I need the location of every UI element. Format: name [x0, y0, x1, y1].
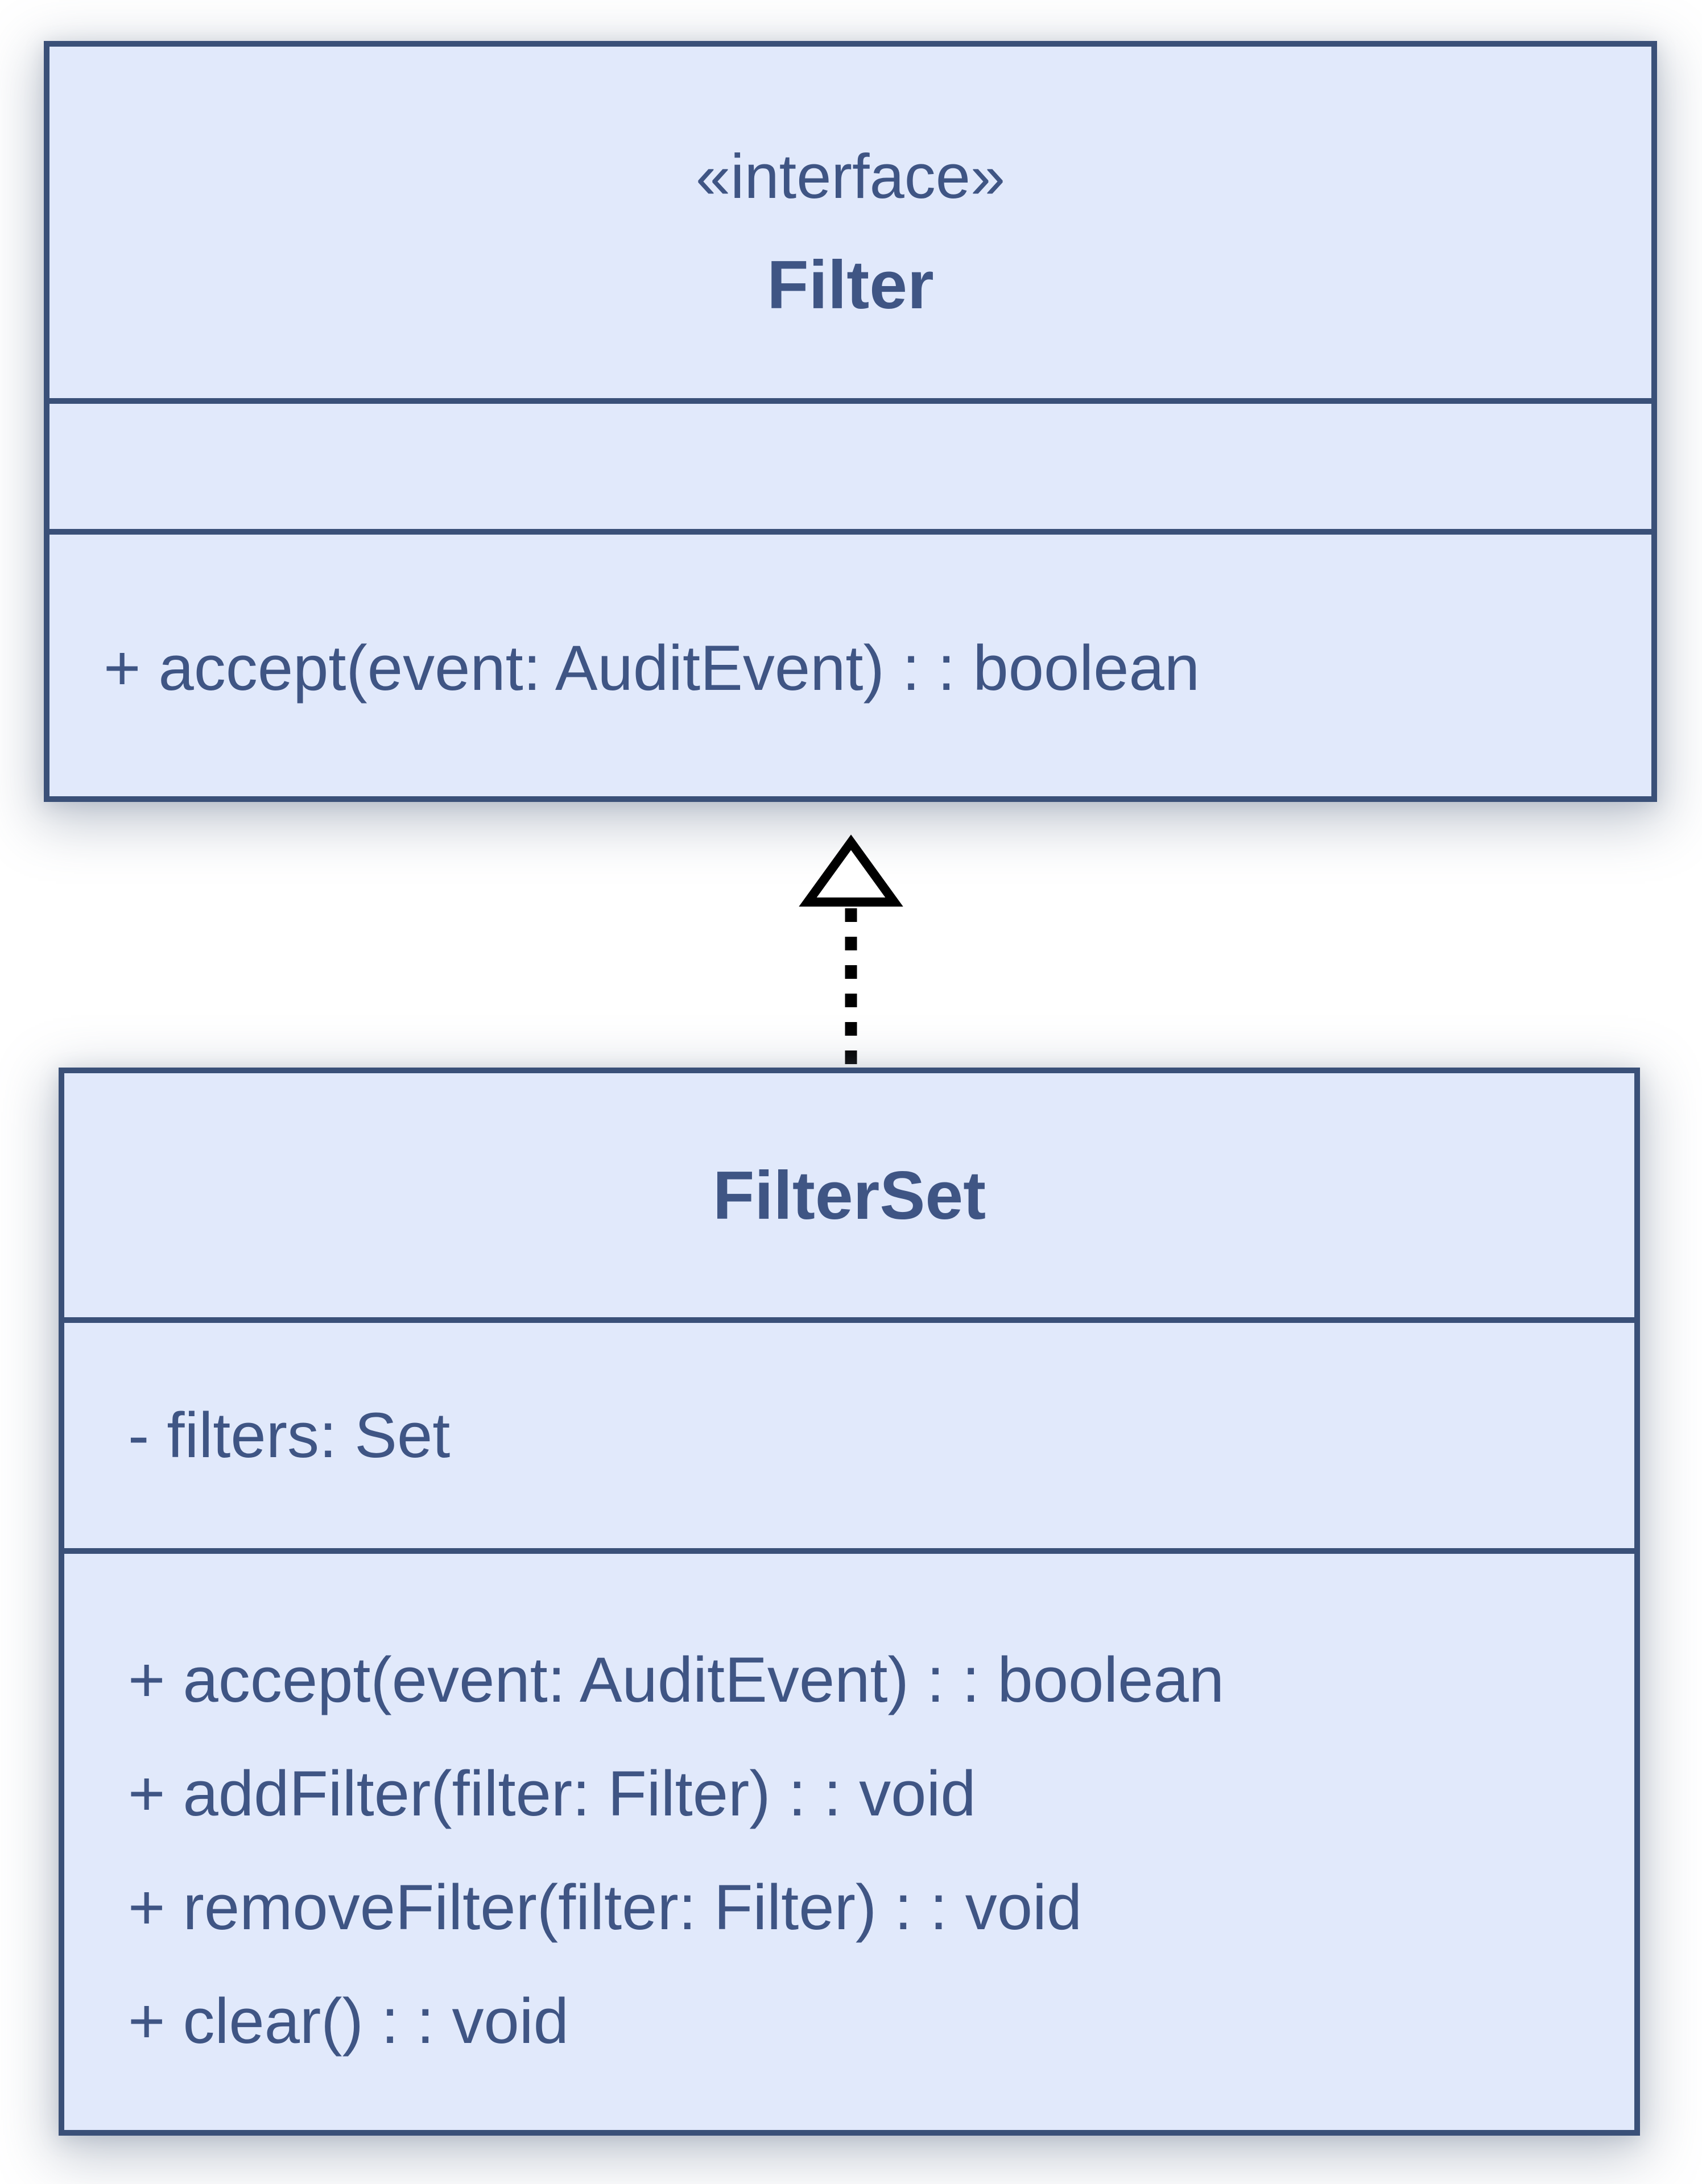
interface-header-compartment: «interface» Filter	[49, 47, 1651, 404]
class-name-label: FilterSet	[712, 1157, 986, 1234]
interface-attributes-compartment	[49, 404, 1651, 535]
realization-arrow	[799, 834, 903, 1068]
interface-stereotype-label: «interface»	[695, 142, 1006, 212]
interface-name-label: Filter	[767, 247, 934, 323]
interface-method-accept: + accept(event: AuditEvent) : : boolean	[104, 632, 1200, 704]
class-attributes-compartment: - filters: Set	[64, 1323, 1634, 1554]
interface-box-filter: «interface» Filter + accept(event: Audit…	[44, 41, 1657, 802]
class-method-accept: + accept(event: AuditEvent) : : boolean	[128, 1644, 1225, 1715]
interface-methods-compartment: + accept(event: AuditEvent) : : boolean	[49, 535, 1651, 802]
class-methods-compartment: + accept(event: AuditEvent) : : boolean …	[64, 1554, 1634, 2130]
class-method-addfilter: + addFilter(filter: Filter) : : void	[128, 1757, 976, 1829]
class-method-removefilter: + removeFilter(filter: Filter) : : void	[128, 1871, 1083, 1943]
class-box-filterset: FilterSet - filters: Set + accept(event:…	[59, 1068, 1640, 2136]
class-header-compartment: FilterSet	[64, 1073, 1634, 1323]
class-attribute-filters: - filters: Set	[128, 1400, 451, 1471]
class-method-clear: + clear() : : void	[128, 1985, 569, 2057]
realization-arrow-head-icon	[799, 834, 903, 907]
